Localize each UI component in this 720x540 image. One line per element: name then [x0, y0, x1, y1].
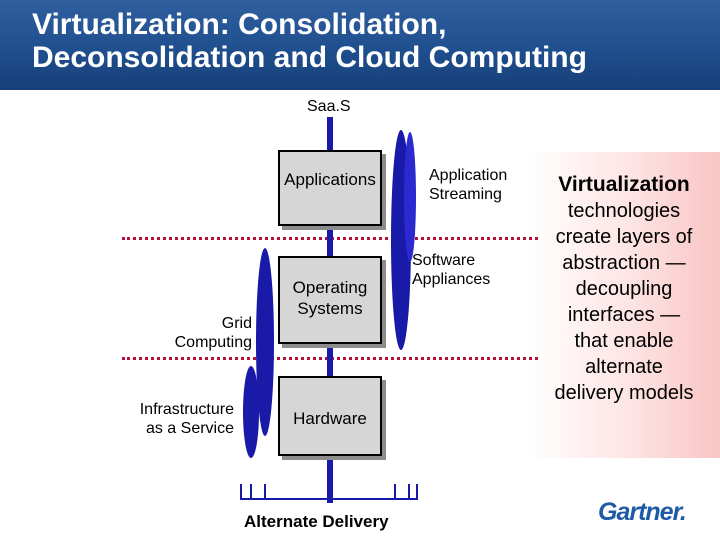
app-streaming-line2: Streaming [429, 186, 502, 203]
oval-grid-computing [256, 248, 274, 436]
iaas-line1: Infrastructure [139, 401, 234, 418]
hardware-label: Hardware [293, 409, 367, 428]
delivery-bracket-outer [240, 484, 418, 500]
software-appliances-label: Software Appliances [412, 251, 512, 289]
slide-title: Virtualization: Consolidation, Deconsoli… [32, 8, 692, 74]
sidebar-panel [528, 152, 720, 458]
operating-systems-box: Operating Systems [278, 256, 382, 344]
delivery-bracket-left [250, 484, 266, 498]
software-appliances-line1: Software [412, 252, 476, 269]
grid-line2: Computing [174, 334, 252, 351]
sidebar-line: create layers of [555, 226, 693, 248]
os-label-line1: Operating [292, 278, 368, 297]
title-line-2: Deconsolidation and Cloud Computing [32, 41, 587, 74]
title-line-1: Virtualization: Consolidation, [32, 8, 447, 41]
iaas-line2: as a Service [145, 420, 234, 437]
application-streaming-label: Application Streaming [429, 166, 529, 204]
hardware-box: Hardware [278, 376, 382, 456]
applications-box: Applications [278, 150, 382, 226]
sidebar-line: delivery models [554, 382, 694, 404]
os-label-line2: Systems [297, 299, 363, 318]
software-appliances-line2: Appliances [412, 271, 491, 288]
sidebar-lead: Virtualization [558, 173, 690, 196]
grid-computing-label: Grid Computing [150, 314, 252, 352]
sidebar-line: technologies [567, 200, 681, 222]
alternate-delivery-label: Alternate Delivery [244, 512, 389, 531]
sidebar-line: abstraction — [562, 252, 686, 274]
delivery-bracket-stem [329, 484, 331, 498]
sidebar-line: interfaces — [567, 304, 681, 326]
applications-label: Applications [284, 170, 376, 189]
grid-line1: Grid [221, 315, 252, 332]
gartner-logo: Gartner. [598, 498, 687, 526]
sidebar-line: decoupling [575, 278, 673, 300]
sidebar-line: that enable [574, 330, 674, 352]
infrastructure-service-label: Infrastructure as a Service [118, 400, 234, 438]
slide-header: Virtualization: Consolidation, Deconsoli… [0, 0, 720, 90]
oval-software-appliances [404, 132, 416, 262]
sidebar-line: alternate [585, 356, 663, 378]
sidebar-text: Virtualization technologies create layer… [528, 172, 720, 406]
saas-label: Saa.S [307, 98, 351, 115]
oval-infrastructure-service [243, 366, 259, 458]
delivery-bracket-right [394, 484, 410, 498]
app-streaming-line1: Application [429, 167, 508, 184]
